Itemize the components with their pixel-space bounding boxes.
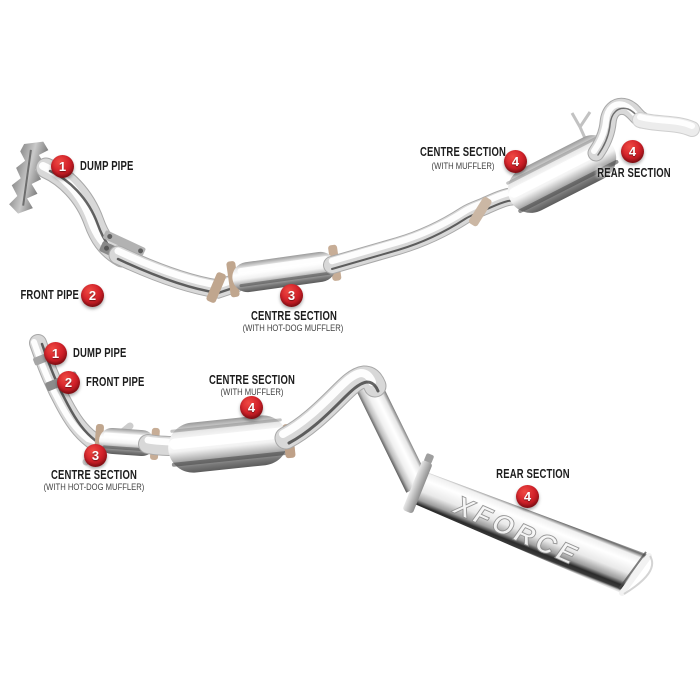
top-clamp-2 [468, 196, 492, 227]
top-centre-hotdog-badge: 3 [280, 284, 303, 307]
bottom-rear-label: REAR SECTION [496, 467, 570, 481]
bottom-centre-hotdog-label: CENTRE SECTION [50, 468, 138, 482]
top-rear-label: REAR SECTION [597, 166, 671, 180]
top-centre-muffler-sublabel: (WITH MUFFLER) [431, 161, 495, 171]
top-dump-flange [9, 141, 49, 214]
top-rear-badge: 4 [621, 140, 644, 163]
bottom-front-pipe-label: FRONT PIPE [86, 375, 145, 389]
top-front-pipe-badge: 2 [81, 284, 104, 307]
top-dump-pipe-label: DUMP PIPE [80, 159, 134, 173]
bottom-centre-hotdog-badge: 3 [84, 444, 107, 467]
bottom-dump-pipe-label: DUMP PIPE [73, 346, 127, 360]
top-centre-hotdog-sublabel: (WITH HOT-DOG MUFFLER) [242, 323, 344, 333]
bottom-centre-hotdog-sublabel: (WITH HOT-DOG MUFFLER) [43, 482, 145, 492]
bottom-front-pipe-badge: 2 [57, 371, 80, 394]
bottom-centre-muffler-sublabel: (WITH MUFFLER) [220, 387, 284, 397]
bottom-muffler [168, 415, 288, 473]
top-clamp-1 [206, 272, 226, 303]
top-centre-muffler-badge: 4 [504, 150, 527, 173]
tailpipe-clamp [403, 453, 434, 514]
bottom-centre-muffler-badge: 4 [240, 396, 263, 419]
top-exhaust-illustration [9, 104, 692, 303]
top-front-pipe-label: FRONT PIPE [20, 288, 79, 302]
bottom-tailpipe [356, 379, 654, 596]
bottom-rear-badge: 4 [516, 485, 539, 508]
top-centre-hotdog-label: CENTRE SECTION [250, 309, 338, 323]
bottom-dump-pipe-badge: 1 [44, 342, 67, 365]
bottom-centre-muffler-label: CENTRE SECTION [208, 373, 296, 387]
top-muffler [506, 133, 619, 213]
top-dump-pipe-badge: 1 [51, 155, 74, 178]
top-centre-muffler-label: CENTRE SECTION [419, 145, 507, 159]
